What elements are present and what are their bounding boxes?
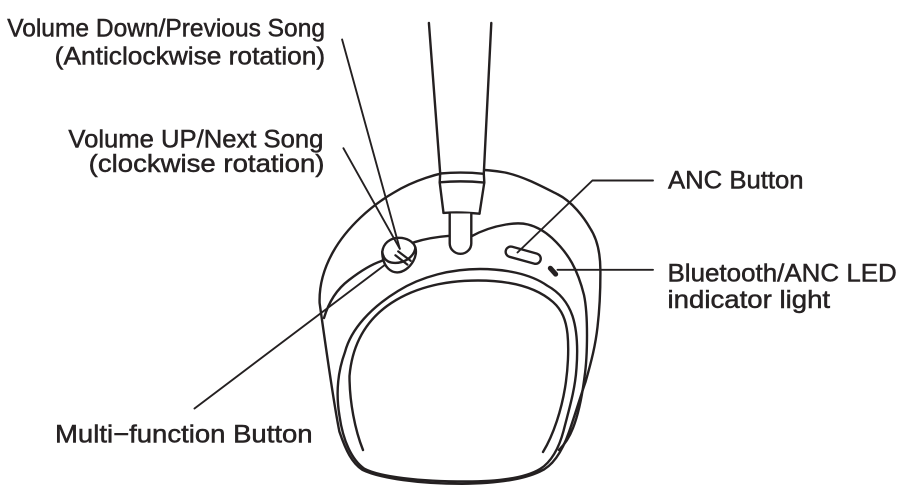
svg-text:(clockwise rotation): (clockwise rotation) — [89, 150, 325, 178]
svg-text:Volume Down/Previous Song: Volume Down/Previous Song — [7, 15, 325, 43]
svg-text:Bluetooth/ANC LED: Bluetooth/ANC LED — [668, 260, 897, 288]
svg-text:(Anticlockwise rotation): (Anticlockwise rotation) — [55, 43, 326, 71]
svg-text:ANC Button: ANC Button — [668, 166, 804, 194]
svg-text:Volume UP/Next Song: Volume UP/Next Song — [68, 126, 323, 154]
svg-text:Multi−function Button: Multi−function Button — [55, 421, 313, 449]
svg-text:indicator light: indicator light — [668, 286, 831, 314]
